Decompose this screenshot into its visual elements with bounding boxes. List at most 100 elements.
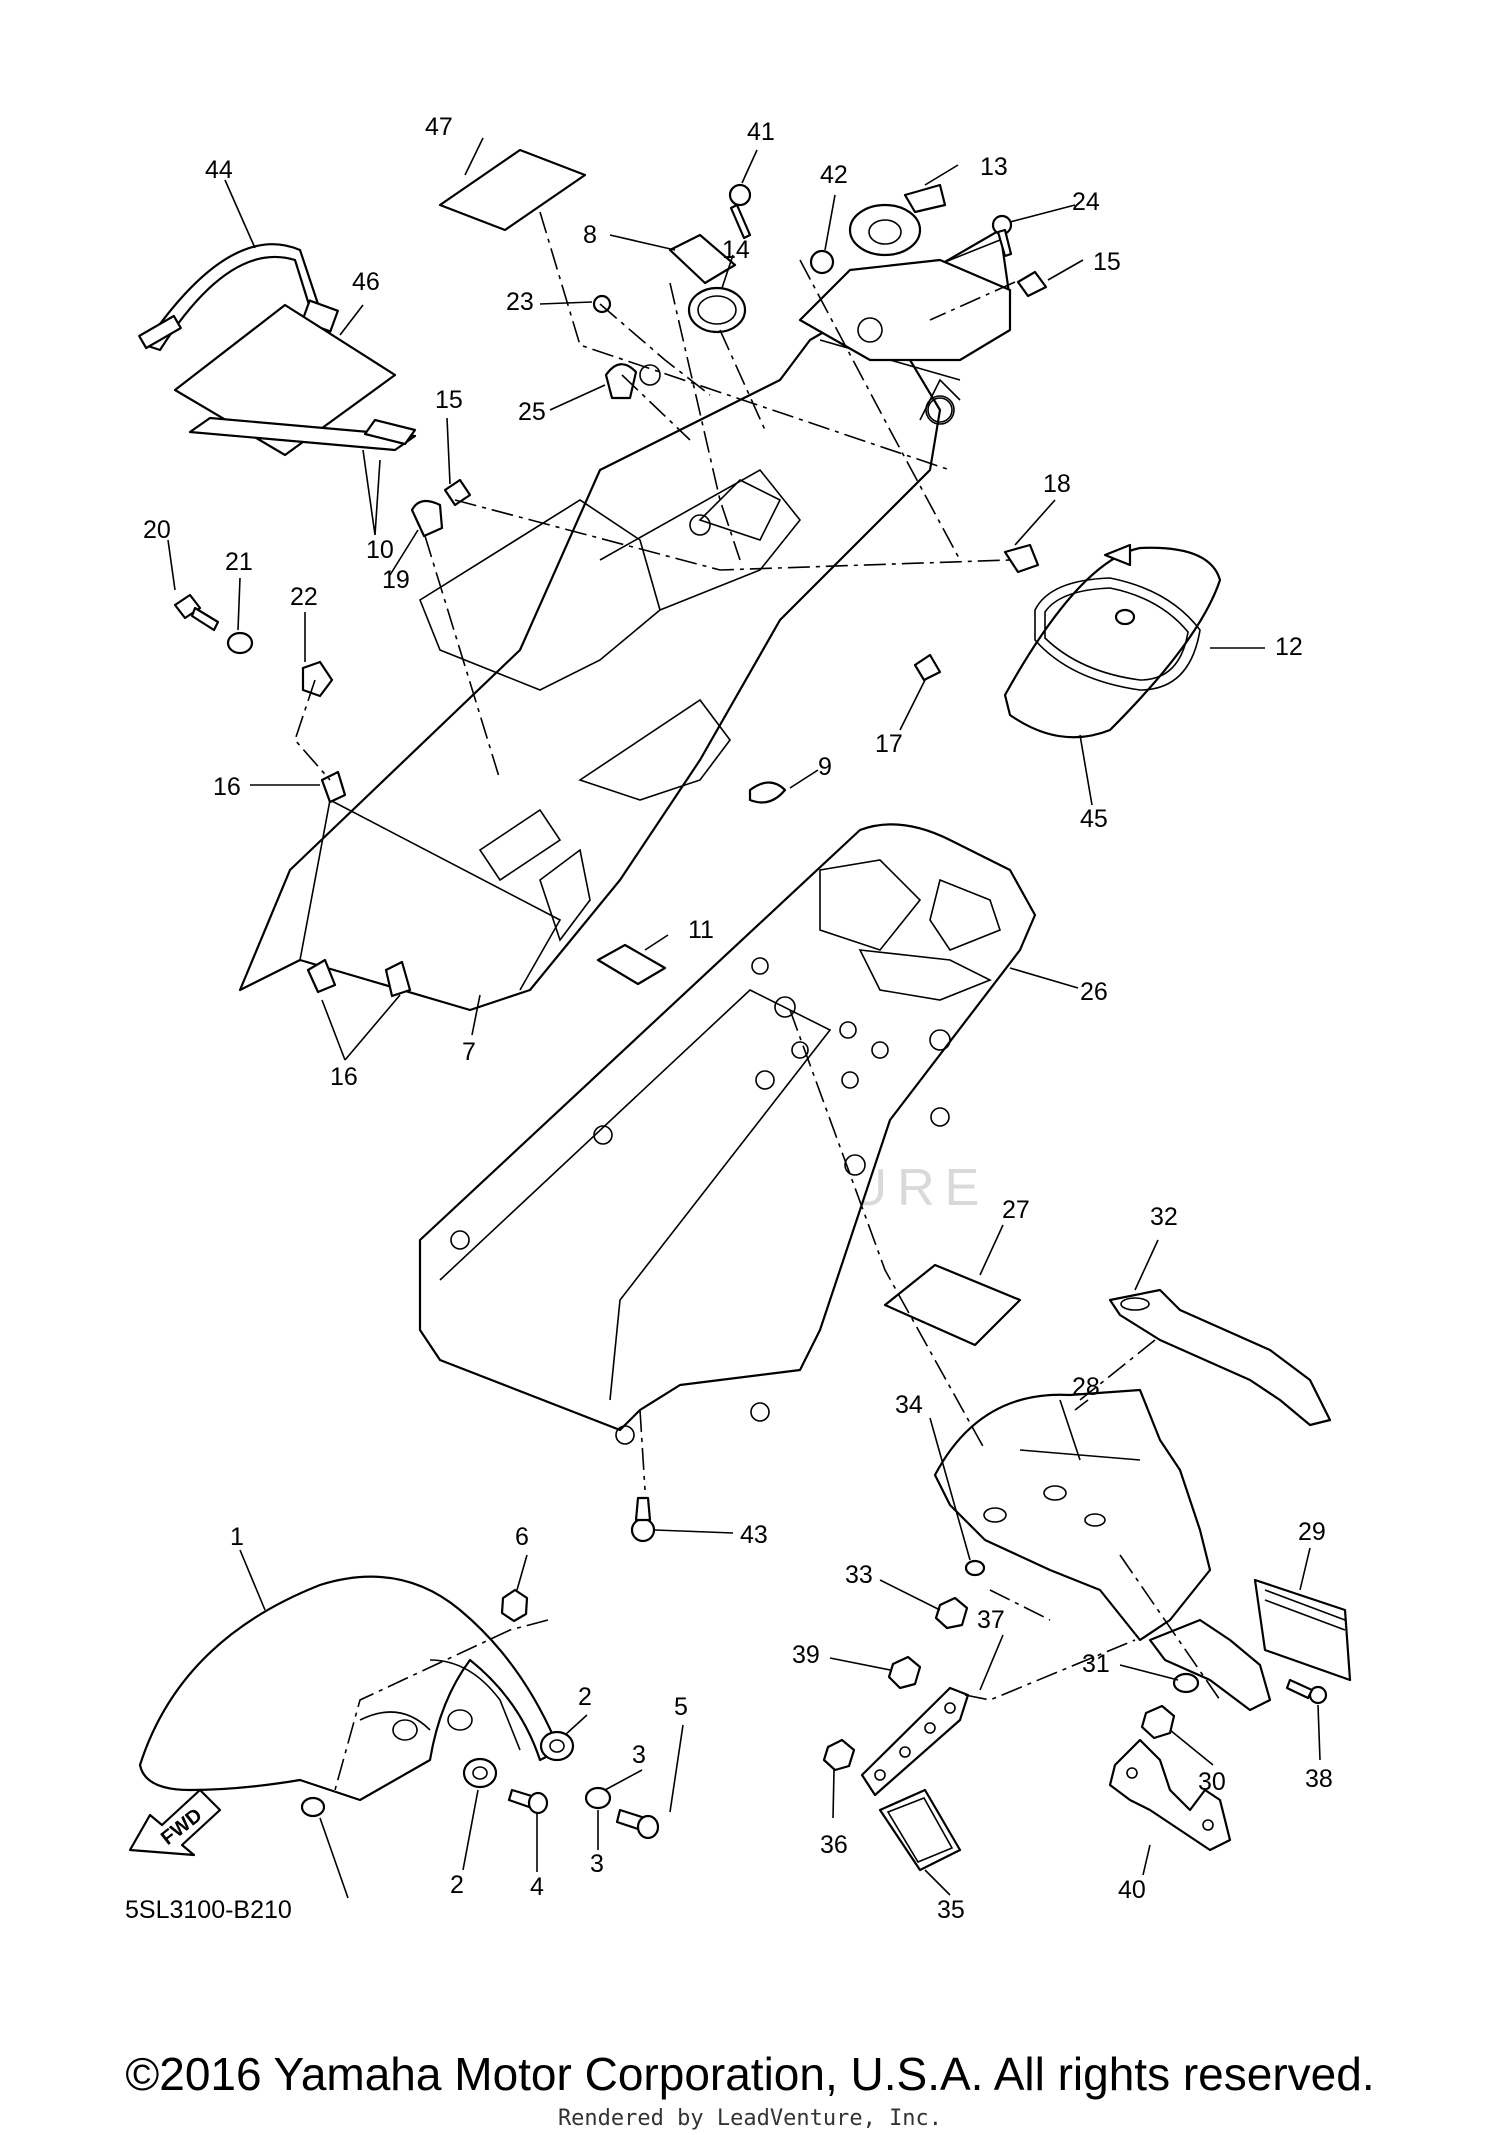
callout: 28 <box>1072 1373 1100 1401</box>
callout: 15 <box>435 386 463 414</box>
part-2-grommet-b[interactable] <box>462 1757 498 1789</box>
callout: 25 <box>518 398 546 426</box>
rendered-by-credit: Rendered by LeadVenture, Inc. <box>557 2106 943 2131</box>
part-23-screw[interactable] <box>592 294 612 314</box>
callout: 40 <box>1118 1876 1146 1904</box>
part-30-nut[interactable] <box>1140 1704 1176 1740</box>
part-29-lamp[interactable] <box>1253 1578 1352 1682</box>
part-4-bolt[interactable] <box>507 1788 549 1815</box>
part-16-nut-a[interactable] <box>320 770 347 804</box>
callout: 29 <box>1298 1518 1326 1546</box>
part-37-plate[interactable] <box>860 1686 970 1797</box>
part-22-nut[interactable] <box>301 660 334 698</box>
callout: 6 <box>515 1523 529 1551</box>
callout: 9 <box>818 753 832 781</box>
part-3-collar-a[interactable] <box>584 1786 612 1810</box>
part-16-nut-b[interactable] <box>306 958 337 994</box>
part-25-grommet[interactable] <box>604 363 638 400</box>
callout: 42 <box>820 161 848 189</box>
part-3-collar-b[interactable] <box>300 1796 326 1818</box>
part-10-strip-end[interactable] <box>363 418 417 446</box>
callout: 17 <box>875 730 903 758</box>
callout: 20 <box>143 516 171 544</box>
callout: 10 <box>366 536 394 564</box>
part-43-screw[interactable] <box>630 1496 656 1543</box>
callout: 34 <box>895 1391 923 1419</box>
part-32-bracket[interactable] <box>1108 1288 1332 1427</box>
callout: 13 <box>980 153 1008 181</box>
part-11-pad[interactable] <box>596 943 667 986</box>
callout: 38 <box>1305 1765 1333 1793</box>
part-41-bolt[interactable] <box>728 183 752 240</box>
part-17-nut[interactable] <box>913 653 942 682</box>
part-39-nut[interactable] <box>887 1655 922 1690</box>
part-26-under-cowl[interactable] <box>418 823 1037 1445</box>
part-6-nut[interactable] <box>500 1588 529 1623</box>
part-16-nut-c[interactable] <box>384 960 412 998</box>
part-31-washer[interactable] <box>1172 1672 1200 1694</box>
part-1-front-fender[interactable] <box>138 1575 562 1802</box>
part-2-grommet-a[interactable] <box>539 1730 575 1762</box>
part-35-reflector[interactable] <box>878 1788 962 1872</box>
callout: 12 <box>1275 633 1303 661</box>
callout: 44 <box>205 156 233 184</box>
part-10-strip[interactable] <box>188 416 417 452</box>
callout: 2 <box>450 1871 464 1899</box>
part-8-bracket[interactable] <box>668 233 737 285</box>
callout: 43 <box>740 1521 768 1549</box>
callout: 46 <box>352 268 380 296</box>
part-14-o-ring[interactable] <box>687 286 747 334</box>
callout: 33 <box>845 1561 873 1589</box>
part-27-gasket[interactable] <box>883 1263 1022 1347</box>
part-21-washer[interactable] <box>226 631 254 655</box>
callout: 2 <box>578 1683 592 1711</box>
callout: 1 <box>230 1523 244 1551</box>
callout: 5 <box>674 1693 688 1721</box>
part-36-nut[interactable] <box>822 1738 856 1772</box>
callout: 26 <box>1080 978 1108 1006</box>
callout: 37 <box>977 1606 1005 1634</box>
part-47-sheet[interactable] <box>438 148 587 232</box>
part-38-screw[interactable] <box>1285 1678 1328 1705</box>
part-15-clip-b[interactable] <box>443 478 472 507</box>
part-28-license-bracket[interactable] <box>933 1388 1212 1642</box>
part-40-bracket[interactable] <box>1108 1738 1232 1852</box>
part-45-cover[interactable] <box>1003 546 1222 739</box>
callout: 18 <box>1043 470 1071 498</box>
callout: 27 <box>1002 1196 1030 1224</box>
part-20-bolt[interactable] <box>173 593 220 632</box>
fwd-arrow-icon: FWD <box>128 1788 222 1857</box>
connection-lines <box>294 211 1221 1791</box>
callout: 23 <box>506 288 534 316</box>
seat-lock-housing[interactable] <box>798 258 1012 425</box>
part-9-plug[interactable] <box>748 781 787 804</box>
leader-lines <box>167 137 1321 1899</box>
part-12-strap[interactable] <box>1034 543 1201 691</box>
callout: 3 <box>632 1741 646 1769</box>
callout: 4 <box>530 1873 544 1901</box>
part-13-lock-cylinder[interactable] <box>848 183 947 257</box>
copyright-notice: ©2016 Yamaha Motor Corporation, U.S.A. A… <box>125 2048 1375 2100</box>
callout: 16 <box>213 773 241 801</box>
part-34-washer[interactable] <box>964 1559 986 1577</box>
callout-labels: 44 47 41 42 13 24 15 8 14 46 23 25 15 18… <box>143 113 1333 1924</box>
reflector-bracket[interactable] <box>1148 1618 1272 1712</box>
part-33-nut[interactable] <box>934 1596 969 1630</box>
part-15-nut-a[interactable] <box>1016 270 1048 298</box>
callout: 31 <box>1082 1650 1110 1678</box>
part-24-screw[interactable] <box>991 214 1013 258</box>
part-42-grommet[interactable] <box>809 249 835 275</box>
callout: 16 <box>330 1063 358 1091</box>
callout: 15 <box>1093 248 1121 276</box>
callout: 41 <box>747 118 775 146</box>
callout: 35 <box>937 1896 965 1924</box>
part-5-bolt[interactable] <box>615 1808 660 1840</box>
callout: 22 <box>290 583 318 611</box>
callout: 39 <box>792 1641 820 1669</box>
callout: 21 <box>225 548 253 576</box>
callout: 24 <box>1072 188 1100 216</box>
callout: 32 <box>1150 1203 1178 1231</box>
part-19-clamp[interactable] <box>410 499 444 538</box>
part-18-clip[interactable] <box>1003 543 1040 574</box>
